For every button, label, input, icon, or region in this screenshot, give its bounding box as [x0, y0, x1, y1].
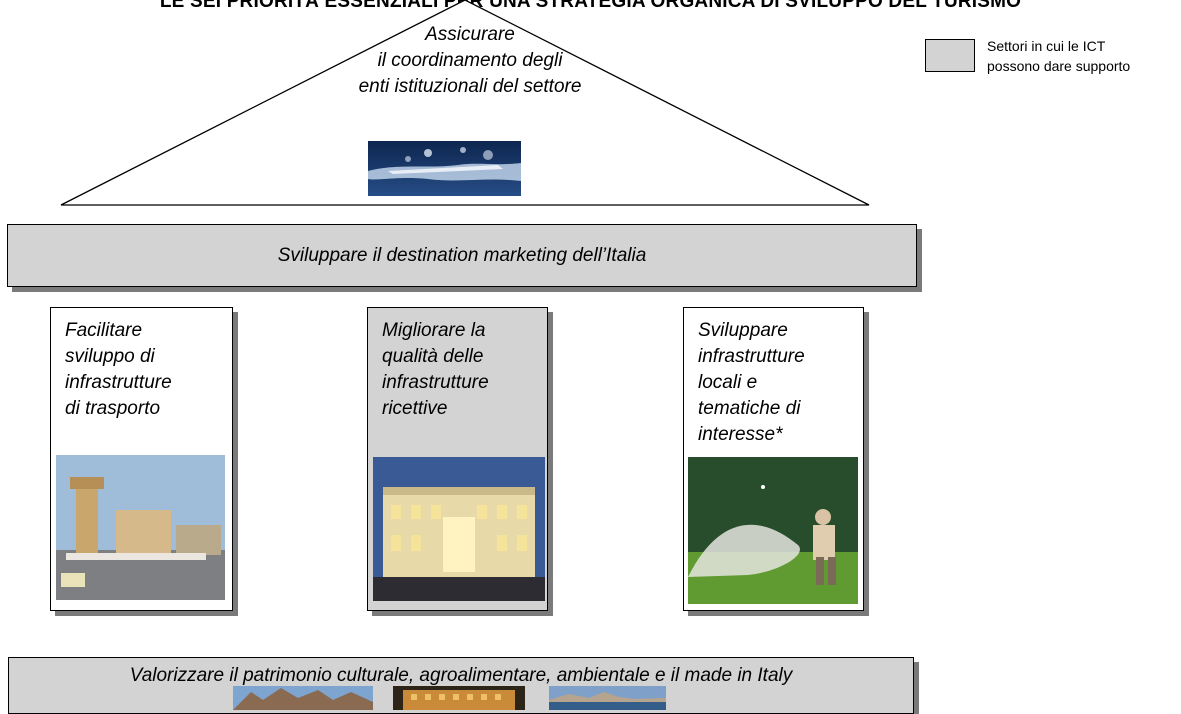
page-heading: LE SEI PRIORITÀ ESSENZIALI PER UNA STRAT…	[159, 0, 1022, 12]
pillar-local-line4: tematiche di	[698, 398, 801, 419]
pillar-accommodation-line3: infrastrutture	[382, 372, 489, 393]
pillar-local-line2: infrastrutture	[698, 346, 805, 367]
heritage-band: Valorizzare il patrimonio culturale, agr…	[8, 657, 914, 714]
legend-swatch	[925, 39, 975, 72]
pillar-transport-text: Facilitare sviluppo di infrastrutture di…	[65, 318, 224, 422]
roof-text: Assicurare il coordinamento degli enti i…	[290, 22, 650, 100]
coast-photo	[549, 686, 666, 710]
pillar-local-text: Sviluppare infrastrutture locali e temat…	[698, 318, 855, 448]
colosseum-photo	[393, 686, 525, 710]
pillar-transport: Facilitare sviluppo di infrastrutture di…	[50, 307, 233, 611]
heritage-band-text: Valorizzare il patrimonio culturale, agr…	[129, 665, 793, 686]
pillar-accommodation-line1: Migliorare la	[382, 320, 486, 341]
pillar-transport-line4: di trasporto	[65, 398, 161, 419]
pillar-accommodation: Migliorare la qualità delle infrastruttu…	[367, 307, 548, 611]
pillar-local: Sviluppare infrastrutture locali e temat…	[683, 307, 864, 611]
marketing-band-text: Sviluppare il destination marketing dell…	[277, 244, 647, 266]
roof-line1: Assicurare	[425, 24, 515, 45]
pillar-transport-line1: Facilitare	[65, 320, 143, 341]
pillar-local-line1: Sviluppare	[698, 320, 788, 341]
pillar-accommodation-text: Migliorare la qualità delle infrastruttu…	[382, 318, 539, 422]
golf-photo	[688, 457, 858, 604]
mountains-photo	[233, 686, 373, 710]
speedboat-photo	[368, 141, 521, 196]
marketing-band: Sviluppare il destination marketing dell…	[7, 224, 917, 287]
pillar-transport-line2: sviluppo di	[65, 346, 155, 367]
legend-label-line1: Settori in cui le ICT	[987, 38, 1106, 54]
airport-photo	[56, 455, 225, 600]
pillar-local-line5: interesse*	[698, 424, 783, 445]
hotel-photo	[373, 457, 545, 601]
roof-line2: il coordinamento degli	[377, 50, 563, 71]
roof-line3: enti istituzionali del settore	[358, 76, 582, 97]
pillar-accommodation-line2: qualità delle	[382, 346, 484, 367]
pillar-local-line3: locali e	[698, 372, 758, 393]
legend-label-line2: possono dare supporto	[987, 58, 1131, 74]
pillar-transport-line3: infrastrutture	[65, 372, 172, 393]
pillar-accommodation-line4: ricettive	[382, 398, 448, 419]
legend-label: Settori in cui le ICT possono dare suppo…	[987, 36, 1130, 76]
